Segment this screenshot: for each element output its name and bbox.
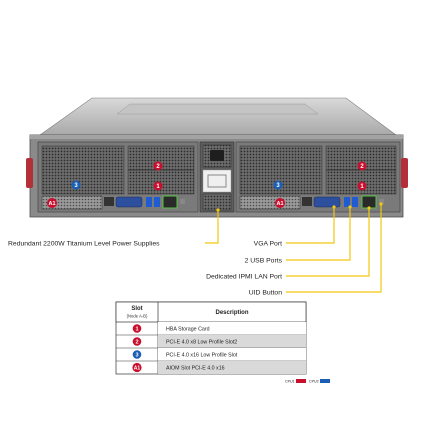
node-b-aiom-slot bbox=[239, 195, 301, 210]
node-b-uid-button[interactable] bbox=[379, 199, 384, 204]
node-b-badge-a1-label: A1 bbox=[276, 201, 283, 207]
callout-lines bbox=[205, 204, 382, 293]
psu-1-power-inlet bbox=[210, 150, 224, 161]
row-badge bbox=[132, 324, 142, 333]
node-b-vga-port[interactable] bbox=[313, 196, 341, 208]
legend-cpu1-swatch bbox=[296, 379, 306, 383]
node-a-badge-2 bbox=[153, 161, 163, 171]
node-a-usb-blue-1[interactable] bbox=[146, 197, 152, 207]
node-b: 3 2 1 A1 bbox=[235, 141, 401, 213]
table-header-slot-sub: (Node A-B) bbox=[127, 314, 148, 319]
node-a-badge-a1 bbox=[47, 198, 57, 208]
power-supply-bay bbox=[199, 141, 235, 213]
row-badge-label: 2 bbox=[135, 340, 138, 346]
node-b-usb-blue-2[interactable] bbox=[352, 197, 358, 207]
right-handle[interactable] bbox=[401, 158, 408, 188]
node-b-badge-2 bbox=[357, 161, 367, 171]
table-header-slot: Slot bbox=[131, 306, 142, 312]
node-a-aiom-slot bbox=[41, 195, 103, 210]
node-b-usb-port[interactable] bbox=[302, 197, 312, 206]
node-b-usb-blue-1[interactable] bbox=[344, 197, 350, 207]
node-a-usb-blue-2[interactable] bbox=[154, 197, 160, 207]
node-b-badge-1 bbox=[357, 181, 367, 191]
row-description: HBA Storage Card bbox=[166, 327, 210, 333]
legend-cpu2-swatch bbox=[320, 379, 330, 383]
row-badge bbox=[132, 362, 142, 373]
node-a-badge-3 bbox=[71, 180, 81, 190]
node-b-badge-2-label: 2 bbox=[360, 164, 364, 170]
node-b-badge-3-label: 3 bbox=[276, 183, 280, 189]
callout-dots bbox=[216, 202, 383, 212]
node-a-badge-2-label: 2 bbox=[156, 164, 160, 170]
node-a-uid-button[interactable] bbox=[180, 199, 185, 204]
callout-ipmi-lan-port: Dedicated IPMI LAN Port bbox=[206, 274, 282, 281]
left-handle[interactable] bbox=[26, 158, 33, 188]
node-b-badge-1-label: 1 bbox=[360, 184, 364, 190]
row-badge-label: A1 bbox=[134, 366, 141, 372]
table-header-description: Description bbox=[215, 310, 248, 316]
node-a-vga-port[interactable] bbox=[115, 196, 143, 208]
node-a-badge-1 bbox=[153, 181, 163, 191]
chassis-top bbox=[39, 97, 397, 136]
node-a-usb-port[interactable] bbox=[104, 197, 114, 206]
node-a-badge-a1-label: A1 bbox=[48, 201, 55, 207]
node-b-ipmi-lan-port[interactable] bbox=[361, 195, 377, 209]
node-a-ipmi-lan-port[interactable] bbox=[162, 195, 178, 209]
psu-2-fan-grille bbox=[202, 193, 232, 211]
callout-vga-port: VGA Port bbox=[254, 241, 282, 248]
psu-2-handle[interactable] bbox=[202, 169, 232, 193]
cpu-legend: CPU1 CPU2 bbox=[285, 379, 330, 384]
row-description: AIOM Slot PCI-E 4.0 x16 bbox=[166, 366, 225, 372]
legend-cpu1-label: CPU1 bbox=[285, 380, 295, 384]
callout-power-supplies: Redundant 2200W Titanium Level Power Sup… bbox=[8, 241, 160, 248]
node-a: 3 2 1 A1 bbox=[37, 141, 199, 213]
node-b-badge-a1 bbox=[275, 198, 285, 208]
callout-usb-ports: 2 USB Ports bbox=[245, 258, 283, 265]
legend-cpu2-label: CPU2 bbox=[309, 380, 319, 384]
row-badge-label: 1 bbox=[135, 327, 138, 333]
node-b-badge-3 bbox=[273, 180, 283, 190]
node-a-badge-3-label: 3 bbox=[74, 183, 78, 189]
node-a-slot-3-area bbox=[41, 145, 125, 195]
slot-table: Slot (Node A-B) Description 1 HBA Storag… bbox=[115, 301, 307, 375]
node-a-badge-1-label: 1 bbox=[156, 184, 160, 190]
row-description: PCI-E 4.0 x16 Low Profile Slot bbox=[166, 353, 238, 359]
row-badge bbox=[132, 350, 142, 359]
row-description: PCI-E 4.0 x8 Low Profile Slot2 bbox=[166, 340, 237, 346]
row-badge-label: 3 bbox=[135, 353, 138, 359]
table-row: A1 AIOM Slot PCI-E 4.0 x16 bbox=[132, 361, 306, 374]
slot-table-header bbox=[115, 301, 307, 323]
callout-uid-button: UID Button bbox=[249, 290, 282, 297]
row-badge bbox=[132, 337, 142, 346]
